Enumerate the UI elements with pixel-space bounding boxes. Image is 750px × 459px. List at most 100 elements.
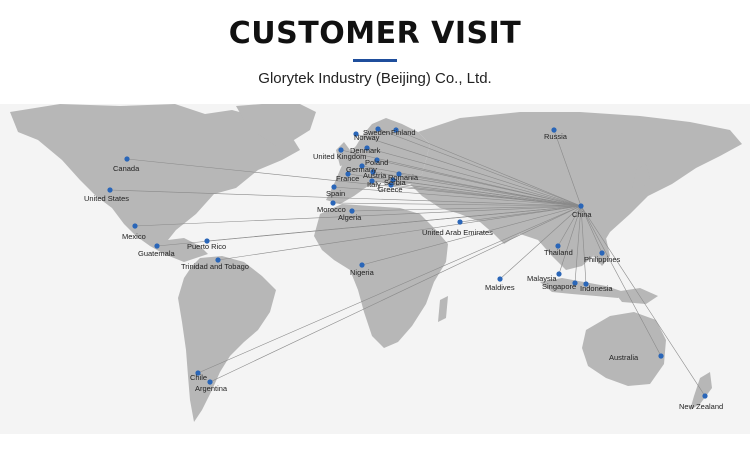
australia-landmass	[582, 312, 666, 386]
route-poland	[376, 159, 582, 207]
label-mexico: Mexico	[122, 232, 146, 241]
route-nigeria	[361, 205, 582, 266]
location-markers	[107, 126, 708, 399]
label-norway: Norway	[354, 133, 380, 142]
route-argentina	[209, 205, 582, 383]
marker-united-states	[107, 187, 113, 193]
route-new-zealand	[580, 205, 706, 397]
route-austria	[372, 171, 582, 207]
marker-nigeria	[359, 262, 365, 268]
route-maldives	[499, 205, 582, 280]
marker-china	[578, 203, 584, 209]
route-canada	[126, 158, 582, 207]
marker-united-kingdom	[338, 147, 344, 153]
label-algeria: Algeria	[338, 213, 362, 222]
label-guatemala: Guatemala	[138, 249, 176, 258]
new-guinea-landmass	[614, 288, 658, 304]
marker-guatemala	[154, 243, 160, 249]
marker-new-zealand	[702, 393, 708, 399]
label-austria: Austria	[363, 171, 387, 180]
route-serbia	[392, 179, 582, 207]
page-title: CUSTOMER VISIT	[228, 16, 522, 51]
label-united-arab-emirates: United Arab Emirates	[422, 228, 493, 237]
marker-trinidad-and-tobago	[215, 257, 221, 263]
marker-poland	[374, 157, 380, 163]
label-france: France	[336, 174, 359, 183]
marker-algeria	[349, 208, 355, 214]
marker-norway	[353, 131, 359, 137]
madagascar-landmass	[438, 296, 448, 322]
route-italy	[371, 180, 582, 207]
label-canada: Canada	[113, 164, 140, 173]
label-australia: Australia	[609, 353, 639, 362]
marker-sweden	[375, 126, 381, 132]
label-serbia: Serbia	[384, 178, 407, 187]
marker-finland	[393, 127, 399, 133]
label-poland: Poland	[365, 158, 388, 167]
marker-spain	[331, 184, 337, 190]
indonesia-landmass	[540, 278, 624, 298]
label-malaysia: Malaysia	[527, 274, 557, 283]
marker-maldives	[497, 276, 503, 282]
route-malaysia	[558, 205, 582, 275]
label-thailand: Thailand	[544, 248, 573, 257]
label-puerto-rico: Puerto Rico	[187, 242, 226, 251]
route-romania	[398, 173, 582, 207]
label-sweden: Sweden	[363, 128, 390, 137]
label-new-zealand: New Zealand	[679, 402, 723, 411]
label-chile: Chile	[190, 373, 207, 382]
marker-indonesia	[583, 281, 589, 287]
marker-serbia	[390, 177, 396, 183]
label-russia: Russia	[544, 132, 568, 141]
page-subtitle: Glorytek Industry (Beijing) Co., Ltd.	[258, 70, 492, 87]
japan-landmass	[632, 164, 650, 192]
route-russia	[553, 129, 582, 207]
route-norway	[355, 133, 582, 207]
route-trinidad-and-tobago	[217, 205, 582, 261]
label-maldives: Maldives	[485, 283, 515, 292]
marker-denmark	[364, 145, 370, 151]
label-italy: Italy	[367, 180, 381, 189]
marker-russia	[551, 127, 557, 133]
marker-austria	[370, 169, 376, 175]
label-romania: Romania	[388, 173, 419, 182]
route-united-kingdom	[340, 149, 582, 207]
route-algeria	[351, 205, 582, 212]
label-indonesia: Indonesia	[580, 284, 613, 293]
route-united-states	[109, 189, 582, 207]
route-spain	[333, 186, 582, 207]
title-underline	[353, 59, 397, 62]
marker-chile	[195, 370, 201, 376]
greenland-landmass	[236, 104, 316, 146]
route-sweden	[377, 128, 582, 207]
label-united-kingdom: United Kingdom	[313, 152, 366, 161]
marker-germany	[359, 163, 365, 169]
marker-malaysia	[556, 271, 562, 277]
marker-romania	[396, 171, 402, 177]
route-philippines	[580, 205, 603, 254]
label-singapore: Singapore	[542, 282, 576, 291]
marker-mexico	[132, 223, 138, 229]
connection-lines	[109, 128, 706, 397]
route-mexico	[134, 205, 582, 227]
marker-united-arab-emirates	[457, 219, 463, 225]
label-argentina: Argentina	[195, 384, 228, 393]
route-denmark	[366, 147, 582, 207]
route-finland	[395, 129, 582, 207]
south-america-landmass	[178, 256, 276, 422]
route-chile	[197, 205, 582, 374]
route-united-arab-emirates	[459, 205, 582, 223]
label-nigeria: Nigeria	[350, 268, 375, 277]
marker-puerto-rico	[204, 238, 210, 244]
route-thailand	[557, 205, 582, 247]
marker-canada	[124, 156, 130, 162]
route-indonesia	[580, 205, 587, 285]
africa-landmass	[314, 204, 448, 348]
asia-landmass	[410, 112, 742, 270]
new-zealand-landmass	[690, 372, 712, 410]
label-china: China	[572, 210, 592, 219]
label-greece: Greece	[378, 185, 403, 194]
label-trinidad-and-tobago: Trinidad and Tobago	[181, 262, 249, 271]
marker-thailand	[555, 243, 561, 249]
